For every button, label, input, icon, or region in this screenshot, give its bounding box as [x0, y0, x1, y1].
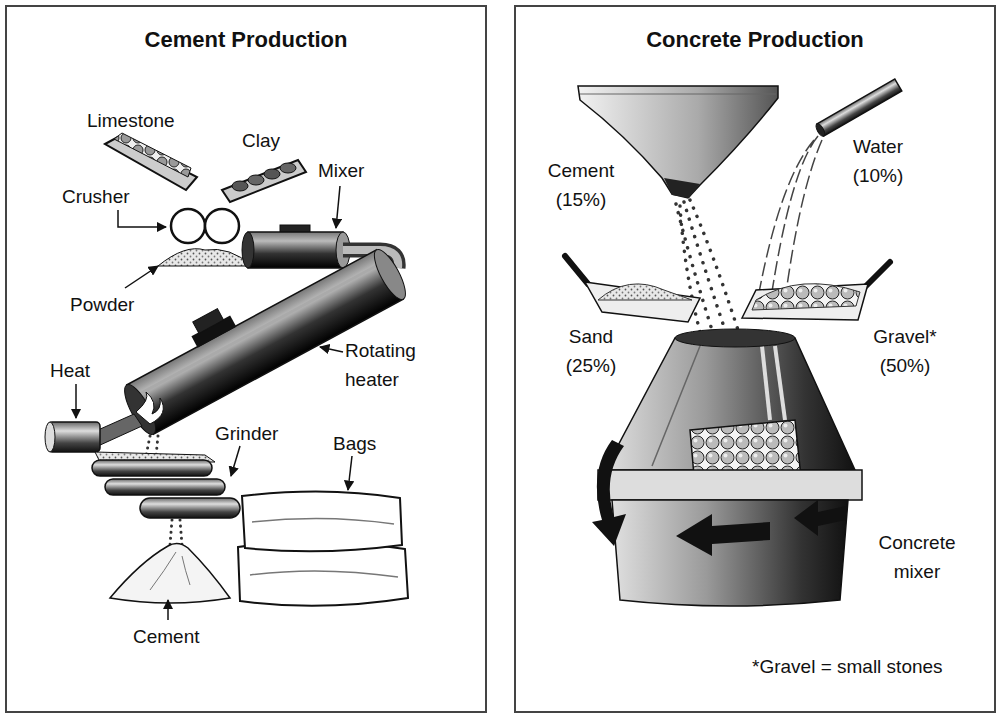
part-label: Gravel* (50%)	[863, 322, 947, 381]
rotating-heater-part	[127, 250, 403, 434]
concrete-mixer-drum	[598, 329, 862, 606]
rotating-heater	[107, 224, 411, 438]
rotating-heater-part	[137, 264, 380, 395]
gravel-scoop-part	[752, 284, 860, 310]
burner	[45, 392, 163, 452]
concrete-mixer-drum-part	[598, 470, 862, 500]
rotation-arrows-part	[592, 440, 626, 546]
heater-leader	[320, 347, 343, 352]
cement-fall	[170, 520, 182, 545]
clay-tray-part	[232, 181, 248, 191]
grinder	[92, 452, 240, 518]
part-label: Mixer	[318, 156, 364, 185]
limestone-tray-part	[114, 133, 191, 177]
panel: Concrete Production	[514, 5, 996, 713]
part-label: Rotating heater	[345, 336, 445, 395]
part-label: Limestone	[87, 106, 175, 135]
grinder-part	[92, 460, 212, 476]
part-label: Powder	[70, 290, 134, 319]
water-stream	[758, 136, 822, 305]
rotation-arrows	[592, 440, 846, 556]
cement-hopper-part	[664, 178, 700, 198]
crusher-rollers	[171, 209, 239, 243]
water-pipe-part	[814, 122, 826, 137]
part-label: Heat	[50, 356, 90, 385]
gravel-scoop-part	[742, 284, 868, 320]
gravel-scoop	[742, 262, 890, 320]
rotation-arrows-part	[794, 500, 846, 536]
part-label: Sand (25%)	[556, 322, 626, 381]
bags-leader	[348, 456, 352, 490]
part-label: Cement (15%)	[541, 156, 621, 215]
powder-pile	[158, 249, 252, 266]
concrete-mixer-drum-part	[675, 329, 795, 347]
clay-tray	[222, 160, 306, 202]
part-label: Crusher	[62, 182, 130, 211]
cement-hopper-part	[578, 86, 778, 198]
grinder-leader	[231, 446, 240, 476]
clay-tray-part	[248, 175, 264, 185]
rotating-heater-part	[193, 309, 224, 334]
mixer-drum-part	[242, 232, 254, 268]
panel-heading: Concrete Production	[516, 7, 994, 53]
part-label: Water (10%)	[842, 132, 914, 191]
burner-part	[136, 392, 163, 424]
burner-part	[45, 422, 55, 452]
crusher-rollers-part	[171, 209, 205, 243]
concrete-mixer-drum-part	[612, 500, 848, 606]
sand-scoop-part	[598, 284, 692, 300]
water-pipe-part	[817, 79, 902, 136]
clay-tray-part	[264, 169, 280, 179]
bags-part	[250, 571, 398, 577]
sand-scoop-part	[585, 282, 700, 322]
bags-part	[252, 518, 394, 524]
cement-hopper	[578, 86, 778, 198]
cement-pile-part	[110, 543, 230, 603]
sand-scoop	[565, 256, 700, 322]
concrete-mixer-drum-part	[775, 346, 785, 420]
grinder-part	[140, 498, 240, 518]
panel: Cement Production	[5, 5, 487, 713]
panel-heading: Cement Production	[7, 7, 485, 53]
cement-leader	[167, 600, 169, 620]
bags	[238, 491, 408, 605]
burner-part	[48, 422, 100, 452]
concrete-mixer-drum-part	[762, 346, 770, 420]
sand-scoop-part	[565, 256, 588, 284]
part-label: Clay	[242, 126, 280, 155]
cement-pile	[110, 543, 230, 603]
clay-tray-part	[222, 160, 306, 202]
water-pipe	[814, 79, 902, 138]
mixer-drum-part	[248, 232, 343, 268]
grinder-part	[105, 479, 225, 495]
bags-part	[242, 491, 402, 551]
crusher-leader	[118, 210, 166, 227]
rotating-heater-part	[369, 246, 411, 304]
part-label: Bags	[333, 429, 376, 458]
part-label: Concrete mixer	[865, 528, 969, 587]
burner-part	[98, 414, 142, 446]
limestone-tray	[105, 133, 197, 190]
heat-leader	[75, 384, 77, 418]
part-label: Cement	[133, 622, 200, 651]
cement-pile-part	[150, 552, 190, 590]
clay-tray-part	[280, 163, 296, 173]
crusher-rollers-part	[205, 209, 239, 243]
mixer-leader	[336, 186, 340, 228]
cement-hopper-part	[580, 94, 776, 95]
part-label: Grinder	[215, 419, 278, 448]
gravel-scoop-part	[866, 262, 890, 286]
part-label: *Gravel = small stones	[752, 652, 943, 681]
mixer-drum	[242, 225, 350, 268]
rotation-arrows-part	[676, 514, 770, 556]
powder-leader	[125, 266, 158, 288]
